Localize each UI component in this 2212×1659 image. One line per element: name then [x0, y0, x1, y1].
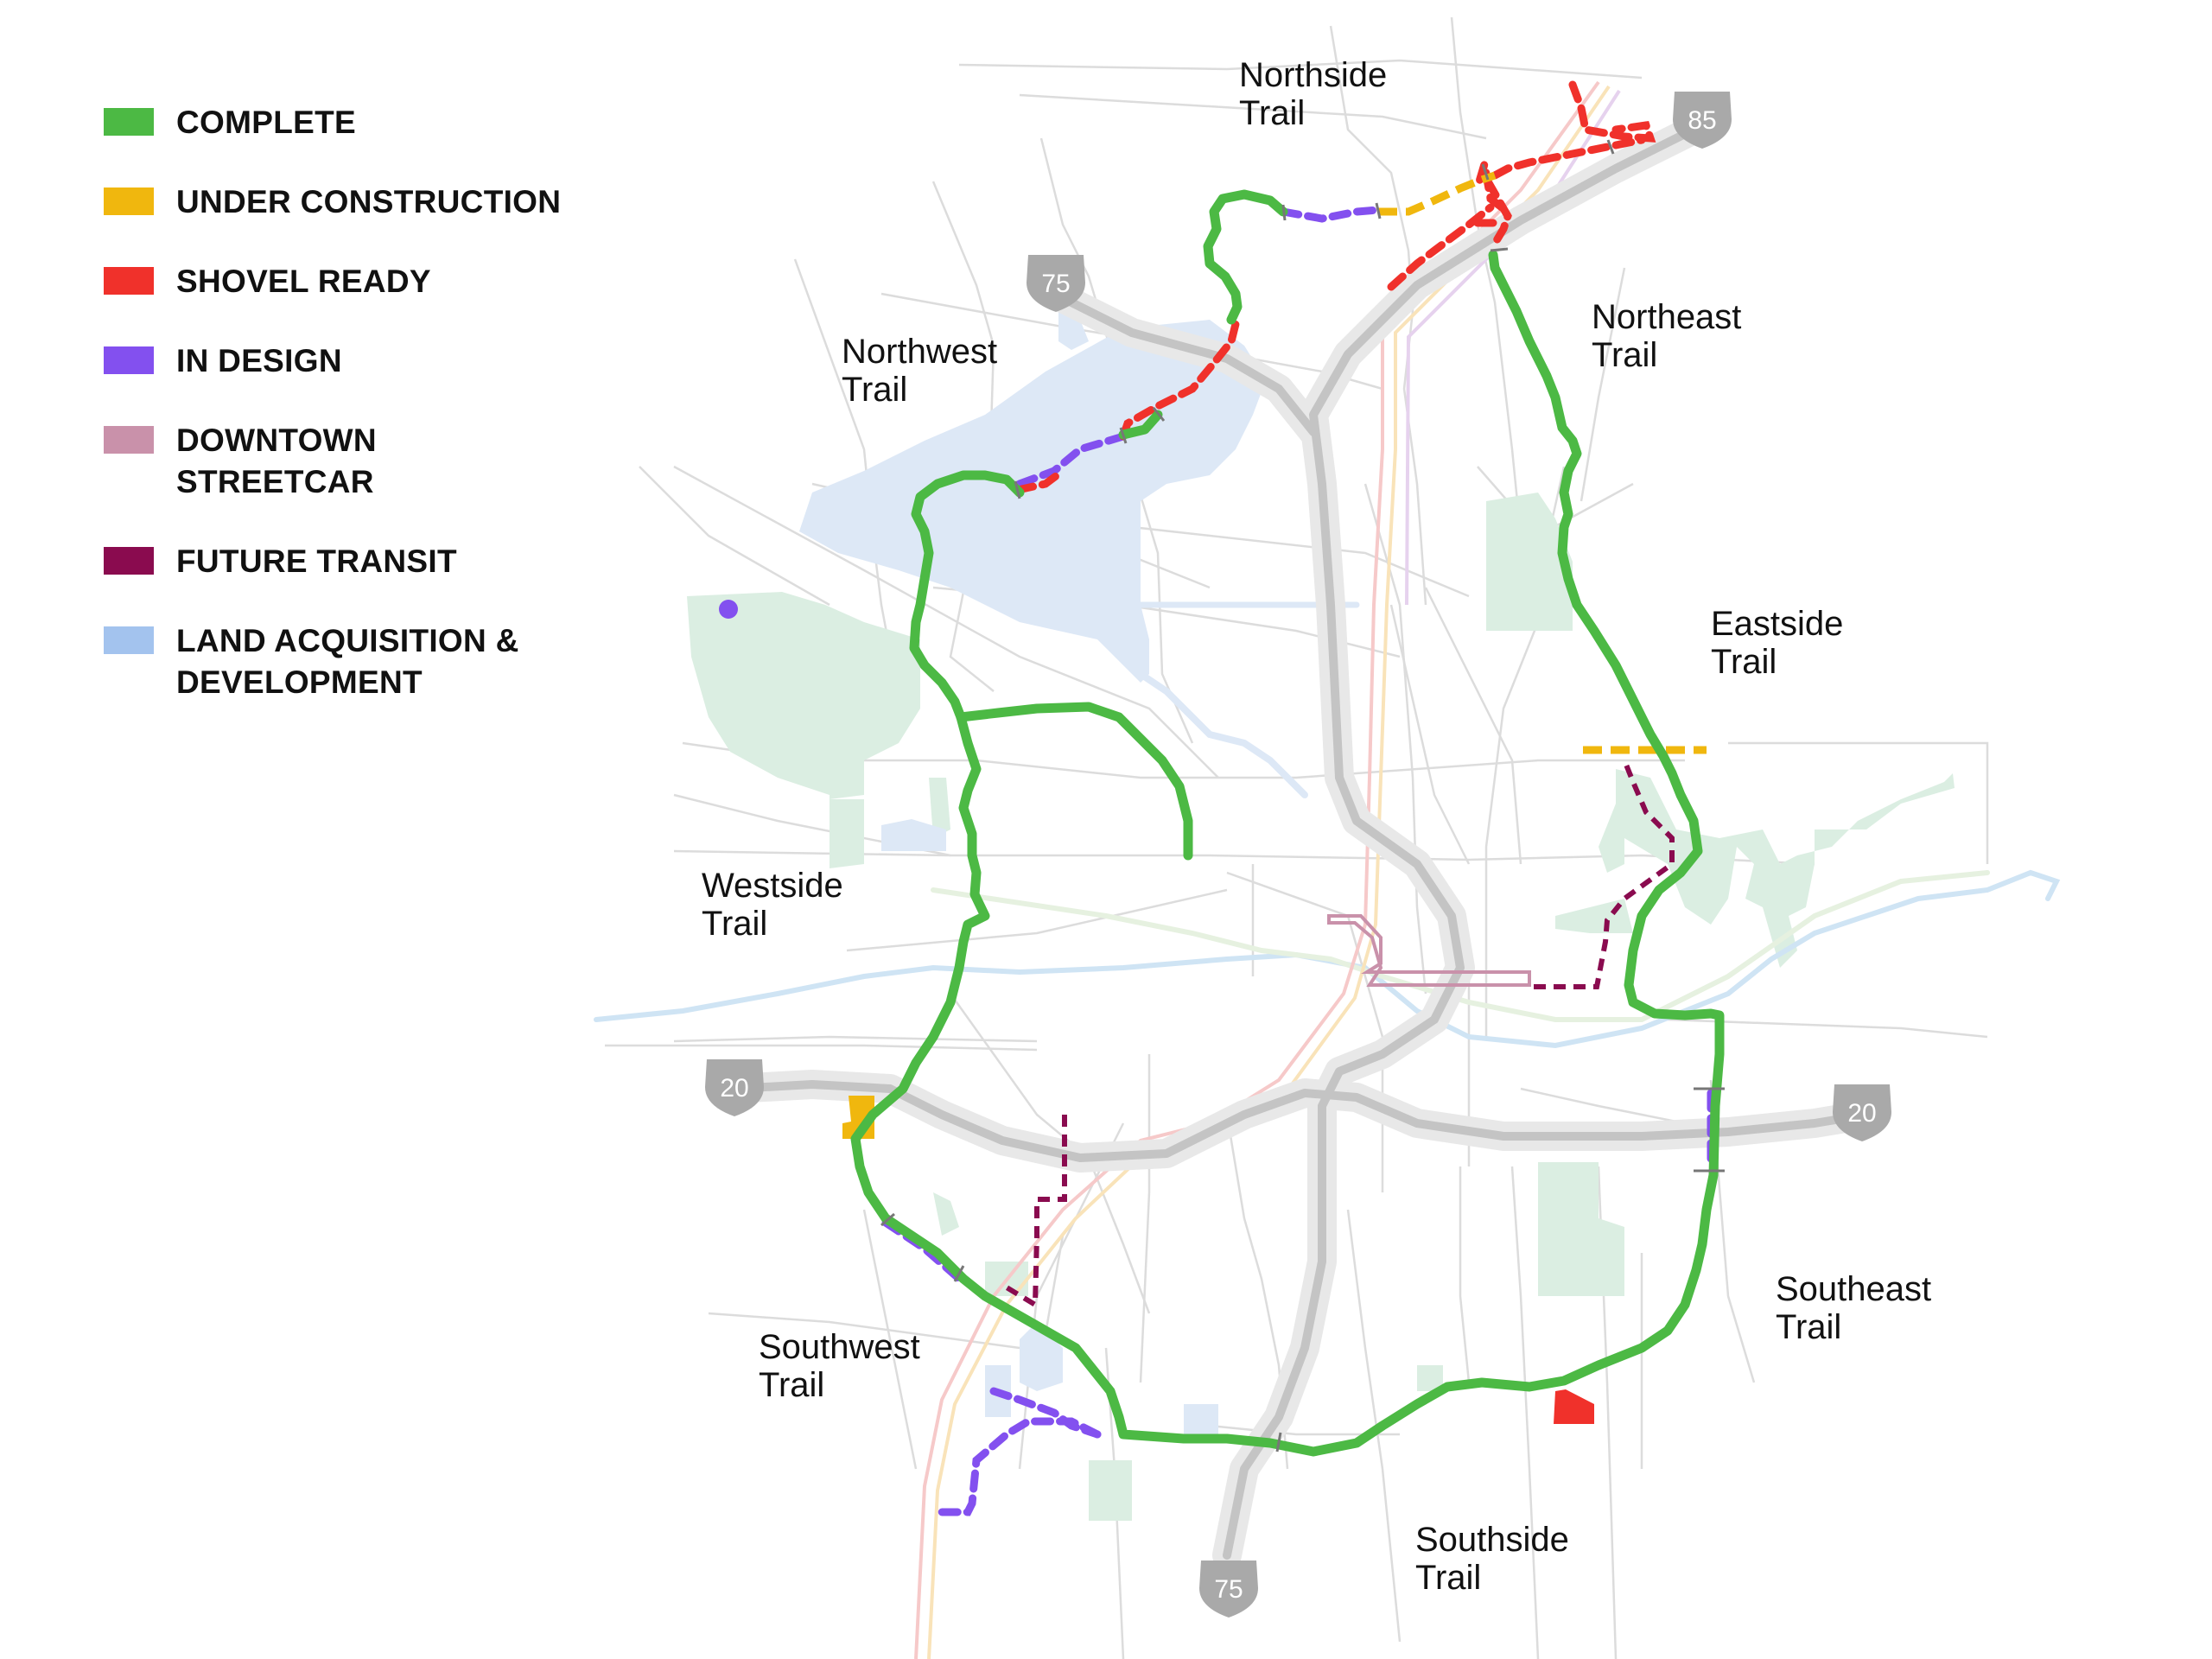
interstate-shield-85: 85 [1673, 92, 1732, 149]
legend-swatch [104, 626, 154, 654]
legend-label: DOWNTOWN STREETCAR [176, 423, 377, 499]
legend-label: UNDER CONSTRUCTION [176, 184, 562, 219]
shovel-ready-parcel [1554, 1389, 1594, 1424]
interstate-shield-icon [1673, 92, 1732, 149]
poi-marker [719, 600, 738, 619]
under-construction-segments [1378, 171, 1707, 754]
legend-item-downtown-streetcar: DOWNTOWN STREETCAR [104, 420, 622, 503]
legend-swatch [104, 108, 154, 136]
legend-label: IN DESIGN [176, 343, 342, 378]
interstate-shield-75-south: 75 [1199, 1560, 1258, 1618]
legend-item-complete: COMPLETE [104, 102, 622, 143]
interstate-shield-20-east: 20 [1833, 1084, 1891, 1141]
legend-item-under-construction: UNDER CONSTRUCTION [104, 181, 622, 223]
complete-trail-segments [850, 189, 1725, 1457]
map-legend: COMPLETE UNDER CONSTRUCTION SHOVEL READY… [104, 102, 622, 741]
shield-number: 75 [1214, 1575, 1243, 1604]
legend-item-shovel-ready: SHOVEL READY [104, 261, 622, 302]
legend-label: LAND ACQUISITION & DEVELOPMENT [176, 623, 519, 700]
legend-swatch [104, 346, 154, 374]
point-of-interest-icon [719, 600, 738, 619]
parks [687, 493, 1955, 1521]
legend-swatch [104, 547, 154, 575]
waterways [594, 601, 2061, 1049]
interstate-shield-icon [1027, 255, 1085, 312]
interstate-shield-20-west: 20 [705, 1059, 764, 1116]
legend-swatch [104, 188, 154, 215]
interstate-shield-icon [1199, 1560, 1258, 1618]
shield-number: 20 [1847, 1099, 1876, 1128]
legend-swatch [104, 267, 154, 295]
interstate-shield-75-north: 75 [1027, 255, 1085, 312]
legend-item-future-transit: FUTURE TRANSIT [104, 541, 622, 582]
legend-label: FUTURE TRANSIT [176, 543, 457, 579]
legend-label: COMPLETE [176, 105, 356, 140]
downtown-streetcar [1327, 914, 1531, 987]
shield-number: 75 [1041, 270, 1070, 298]
legend-item-in-design: IN DESIGN [104, 340, 622, 382]
legend-item-land-acquisition: LAND ACQUISITION & DEVELOPMENT [104, 620, 622, 703]
legend-swatch [104, 426, 154, 454]
shield-number: 20 [720, 1074, 748, 1103]
shield-number: 85 [1688, 106, 1716, 135]
future-transit-lines [1005, 759, 1675, 1310]
segment-break-ticks [880, 139, 1725, 1452]
rail-lines [914, 80, 1621, 1659]
interstate-highways [720, 115, 1881, 1570]
interstate-shield-icon [705, 1059, 764, 1116]
shovel-ready-segments [1014, 80, 1656, 494]
legend-label: SHOVEL READY [176, 264, 431, 299]
interstate-shield-icon [1833, 1084, 1891, 1141]
